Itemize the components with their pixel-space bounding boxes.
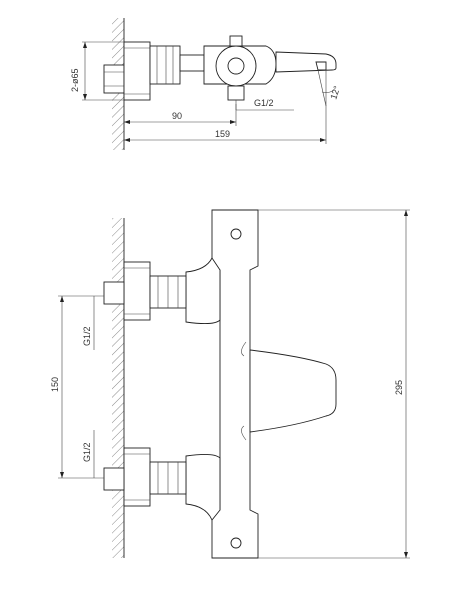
front-lower-escutcheon [123, 447, 151, 507]
front-view: G1/2 G1/2 150 295 [50, 209, 410, 559]
dim-diameter-label: 2-ø65 [70, 68, 80, 92]
front-upper-escutcheon [123, 261, 151, 321]
top-connector [179, 54, 205, 72]
dim-thread-lower-label: G1/2 [82, 442, 92, 462]
front-lower-stub [103, 467, 125, 491]
front-top-screw [230, 228, 242, 240]
top-knob-inner [227, 57, 245, 75]
top-nut [149, 45, 181, 85]
top-spout [275, 51, 337, 73]
top-knob-cap [229, 35, 243, 47]
dim-thread-upper-label: G1/2 [82, 326, 92, 346]
top-outlet [227, 85, 245, 101]
front-bottom-screw [230, 537, 242, 549]
top-view: 2-ø65 G1/2 90 159 12° [70, 18, 342, 150]
front-upper-stub [103, 281, 125, 305]
top-pipe-stub [103, 64, 125, 94]
dim-angle-label: 12° [328, 84, 342, 100]
dim-inner-label: 90 [172, 111, 182, 121]
front-wall-hatch [112, 218, 124, 558]
dim-height-label: 295 [394, 380, 404, 395]
top-escutcheon [123, 41, 151, 101]
dim-total-label: 159 [215, 129, 230, 139]
dim-thread-top-label: G1/2 [254, 98, 274, 108]
front-spout [249, 349, 337, 433]
top-spout-tip [315, 61, 327, 71]
front-lower-connector [185, 453, 221, 521]
dim-spacing-label: 150 [50, 377, 60, 392]
front-upper-connector [185, 257, 221, 325]
